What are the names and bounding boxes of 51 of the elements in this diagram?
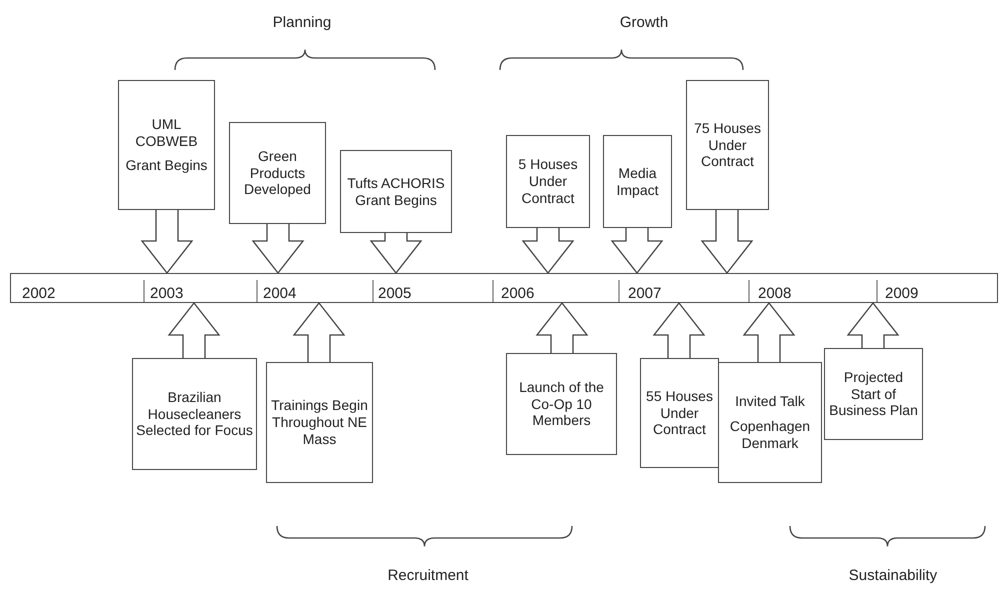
callout-box	[824, 348, 923, 440]
callout-text: UML COBWEB	[134, 116, 199, 150]
year-label: 2006	[501, 285, 534, 302]
callout-text: Trainings Begin Throughout NE Mass	[270, 397, 369, 448]
callout-text: Brazilian Housecleaners Selected for Focus	[136, 388, 253, 440]
callout-box	[640, 358, 719, 468]
callout-box	[506, 353, 617, 455]
block-arrow	[168, 302, 220, 359]
callout-box	[132, 358, 257, 470]
callout-text: 55 Houses Under Contract	[645, 388, 714, 438]
year-label: 2005	[378, 285, 412, 302]
year-label: 2002	[22, 285, 56, 302]
callout-box	[506, 135, 590, 228]
callout-box	[340, 150, 452, 233]
phase-label: Planning	[272, 14, 332, 31]
block-arrow	[252, 223, 304, 274]
block-arrow	[536, 302, 588, 354]
block-arrow	[610, 227, 664, 274]
callout-text: Invited Talk	[735, 393, 805, 410]
callout-text: Projected Start of Business Plan	[828, 368, 919, 420]
callout-text: 75 Houses Under Contract	[693, 120, 762, 170]
year-label: 2008	[758, 285, 792, 302]
year-label: 2009	[885, 285, 918, 302]
callout-text: Launch of the Co-Op 10 Members	[518, 378, 605, 430]
year-label: 2003	[150, 285, 184, 302]
block-arrow	[846, 302, 900, 349]
callout-text: Copenhagen Denmark	[728, 418, 812, 452]
block-arrow	[140, 209, 194, 274]
callout-box	[266, 362, 373, 483]
phase-label: Growth	[620, 14, 668, 31]
callout-text: Green Products Developed	[243, 148, 312, 198]
callout-text: Tufts ACHORIS Grant Begins	[346, 174, 446, 208]
block-arrow	[370, 232, 422, 274]
block-arrow	[742, 302, 796, 363]
block-arrow	[700, 209, 754, 274]
block-arrow	[652, 302, 706, 359]
callout-text: Media Impact	[615, 164, 660, 198]
phase-label: Recruitment	[388, 567, 468, 584]
callout-box	[229, 122, 326, 224]
block-arrow	[522, 227, 574, 274]
callout-box	[118, 80, 215, 210]
year-label: 2007	[628, 285, 662, 302]
callout-box	[718, 362, 822, 483]
callout-text: 5 Houses Under Contract	[517, 156, 579, 207]
timeline-bar	[10, 273, 998, 303]
phase-label: Sustainability	[848, 567, 938, 584]
year-label: 2004	[263, 285, 296, 302]
callout-text: Grant Begins	[126, 157, 208, 174]
callout-box	[603, 135, 672, 228]
callout-box	[686, 80, 769, 210]
block-arrow	[292, 302, 346, 363]
